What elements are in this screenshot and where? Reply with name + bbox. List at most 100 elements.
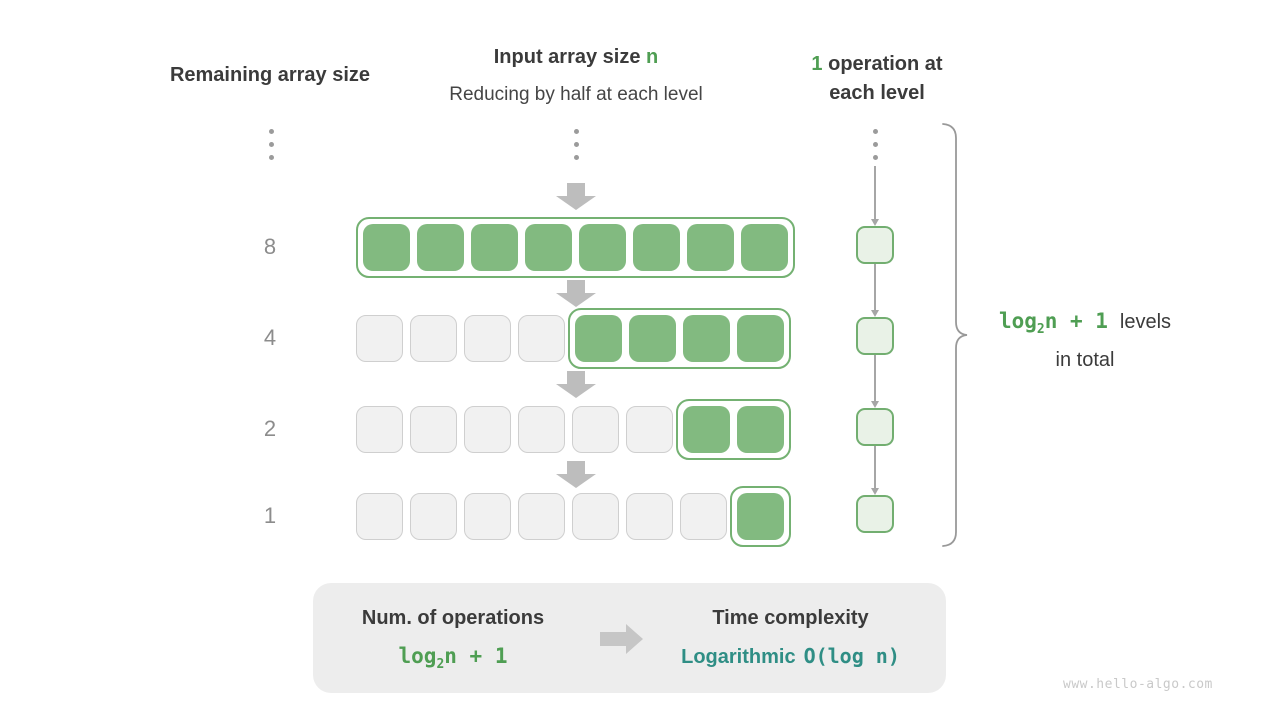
operation-cell bbox=[856, 226, 894, 264]
watermark: www.hello-algo.com bbox=[1063, 677, 1213, 692]
summary-operations-formula: log2n + 1 bbox=[398, 644, 508, 673]
ellipsis-left bbox=[268, 129, 274, 160]
array-row-1 bbox=[356, 485, 791, 547]
array-cell-active bbox=[741, 223, 788, 271]
array-cell-active bbox=[737, 405, 784, 453]
summary-complexity-title: Time complexity bbox=[712, 607, 869, 629]
ops-connector-arrow bbox=[871, 166, 879, 226]
array-cell-empty bbox=[410, 405, 457, 453]
summary-operations-title: Num. of operations bbox=[361, 607, 545, 629]
header-one-operation-highlight: 1 bbox=[811, 53, 823, 75]
array-cell-active bbox=[737, 492, 784, 540]
arrow-line bbox=[874, 166, 876, 219]
arrow-head bbox=[871, 219, 879, 226]
header-one-operation-line2: each level bbox=[829, 82, 925, 104]
highlighted-subarray bbox=[676, 398, 791, 460]
arrow-stem bbox=[567, 371, 585, 384]
array-cell-empty bbox=[518, 405, 565, 453]
array-cell-active bbox=[633, 223, 680, 271]
levels-formula: log2n + 1 bbox=[998, 309, 1108, 338]
arrow-head bbox=[871, 401, 879, 408]
dot bbox=[268, 155, 274, 160]
array-cell-active bbox=[687, 223, 734, 271]
array-cell-empty bbox=[410, 492, 457, 540]
header-one-operation: 1 operation at each level bbox=[782, 50, 972, 108]
array-cell-active bbox=[471, 223, 518, 271]
header-remaining-array-size: Remaining array size bbox=[169, 64, 371, 86]
array-cell-active bbox=[579, 223, 626, 271]
operation-cell bbox=[856, 317, 894, 355]
down-arrow-icon bbox=[556, 461, 596, 488]
arrow-stem bbox=[600, 632, 626, 646]
array-cell-empty bbox=[626, 492, 673, 540]
array-cell-empty bbox=[356, 314, 403, 362]
dot bbox=[872, 155, 878, 160]
dot bbox=[872, 129, 878, 134]
operation-cell bbox=[856, 495, 894, 533]
array-cell-empty bbox=[464, 405, 511, 453]
array-cell-empty bbox=[410, 314, 457, 362]
array-cell-active bbox=[417, 223, 464, 271]
header-one-operation-rest: operation at bbox=[822, 53, 943, 75]
dot bbox=[573, 129, 579, 134]
dot bbox=[872, 142, 878, 147]
right-arrow-icon bbox=[600, 624, 644, 654]
array-cell-empty bbox=[572, 492, 619, 540]
array-cell-active bbox=[683, 314, 730, 362]
levels-line2: in total bbox=[1055, 349, 1115, 372]
summary-box: Num. of operations log2n + 1 Time comple… bbox=[313, 583, 946, 693]
formula-subscript: 2 bbox=[1036, 322, 1045, 338]
row-size-label: 2 bbox=[263, 416, 277, 441]
dot bbox=[268, 142, 274, 147]
array-cell-empty bbox=[518, 314, 565, 362]
array-cell-empty bbox=[518, 492, 565, 540]
arrow-head bbox=[556, 196, 596, 210]
levels-note: log2n + 1 levels in total bbox=[980, 306, 1190, 375]
ellipsis-center bbox=[573, 129, 579, 160]
summary-complexity-value: Logarithmic O(log n) bbox=[663, 644, 918, 669]
highlighted-subarray bbox=[568, 307, 791, 369]
array-cell-empty bbox=[680, 492, 727, 540]
array-cell-empty bbox=[464, 314, 511, 362]
operation-cell bbox=[856, 408, 894, 446]
array-cell-active bbox=[737, 314, 784, 362]
arrow-head bbox=[871, 488, 879, 495]
ops-connector-arrow bbox=[871, 446, 879, 495]
arrow-line bbox=[874, 446, 876, 488]
array-cell-empty bbox=[356, 405, 403, 453]
array-cell-active bbox=[683, 405, 730, 453]
formula-subscript: 2 bbox=[436, 657, 445, 673]
down-arrow-icon bbox=[556, 371, 596, 398]
highlighted-subarray bbox=[356, 216, 795, 278]
array-cell-active bbox=[629, 314, 676, 362]
array-cell-empty bbox=[464, 492, 511, 540]
ops-column bbox=[856, 166, 894, 533]
header-reducing-subtitle: Reducing by half at each level bbox=[449, 84, 703, 105]
row-size-label: 1 bbox=[263, 503, 277, 528]
summary-operations: Num. of operations log2n + 1 bbox=[333, 607, 573, 672]
array-cell-active bbox=[575, 314, 622, 362]
header-input-array-size-n: n bbox=[646, 46, 659, 68]
row-size-label: 4 bbox=[263, 325, 277, 350]
levels-word: levels bbox=[1119, 311, 1172, 333]
array-cell-active bbox=[525, 223, 572, 271]
header-input-array-size: Input array size n bbox=[400, 46, 752, 69]
array-cell-empty bbox=[356, 492, 403, 540]
arrow-stem bbox=[567, 183, 585, 196]
arrow-line bbox=[874, 264, 876, 310]
array-row-4 bbox=[356, 307, 791, 369]
arrow-stem bbox=[567, 280, 585, 293]
dot bbox=[573, 142, 579, 147]
ops-connector-arrow bbox=[871, 355, 879, 408]
complexity-word: Logarithmic bbox=[681, 646, 796, 668]
array-cell-empty bbox=[572, 405, 619, 453]
dot bbox=[268, 129, 274, 134]
header-input-array-size-text: Input array size bbox=[493, 46, 647, 68]
complexity-notation: O(log n) bbox=[803, 644, 900, 668]
arrow-stem bbox=[567, 461, 585, 474]
dot bbox=[573, 155, 579, 160]
arrow-head bbox=[556, 474, 596, 488]
arrow-head bbox=[556, 293, 596, 307]
down-arrow-icon bbox=[556, 280, 596, 307]
array-row-2 bbox=[356, 398, 791, 460]
